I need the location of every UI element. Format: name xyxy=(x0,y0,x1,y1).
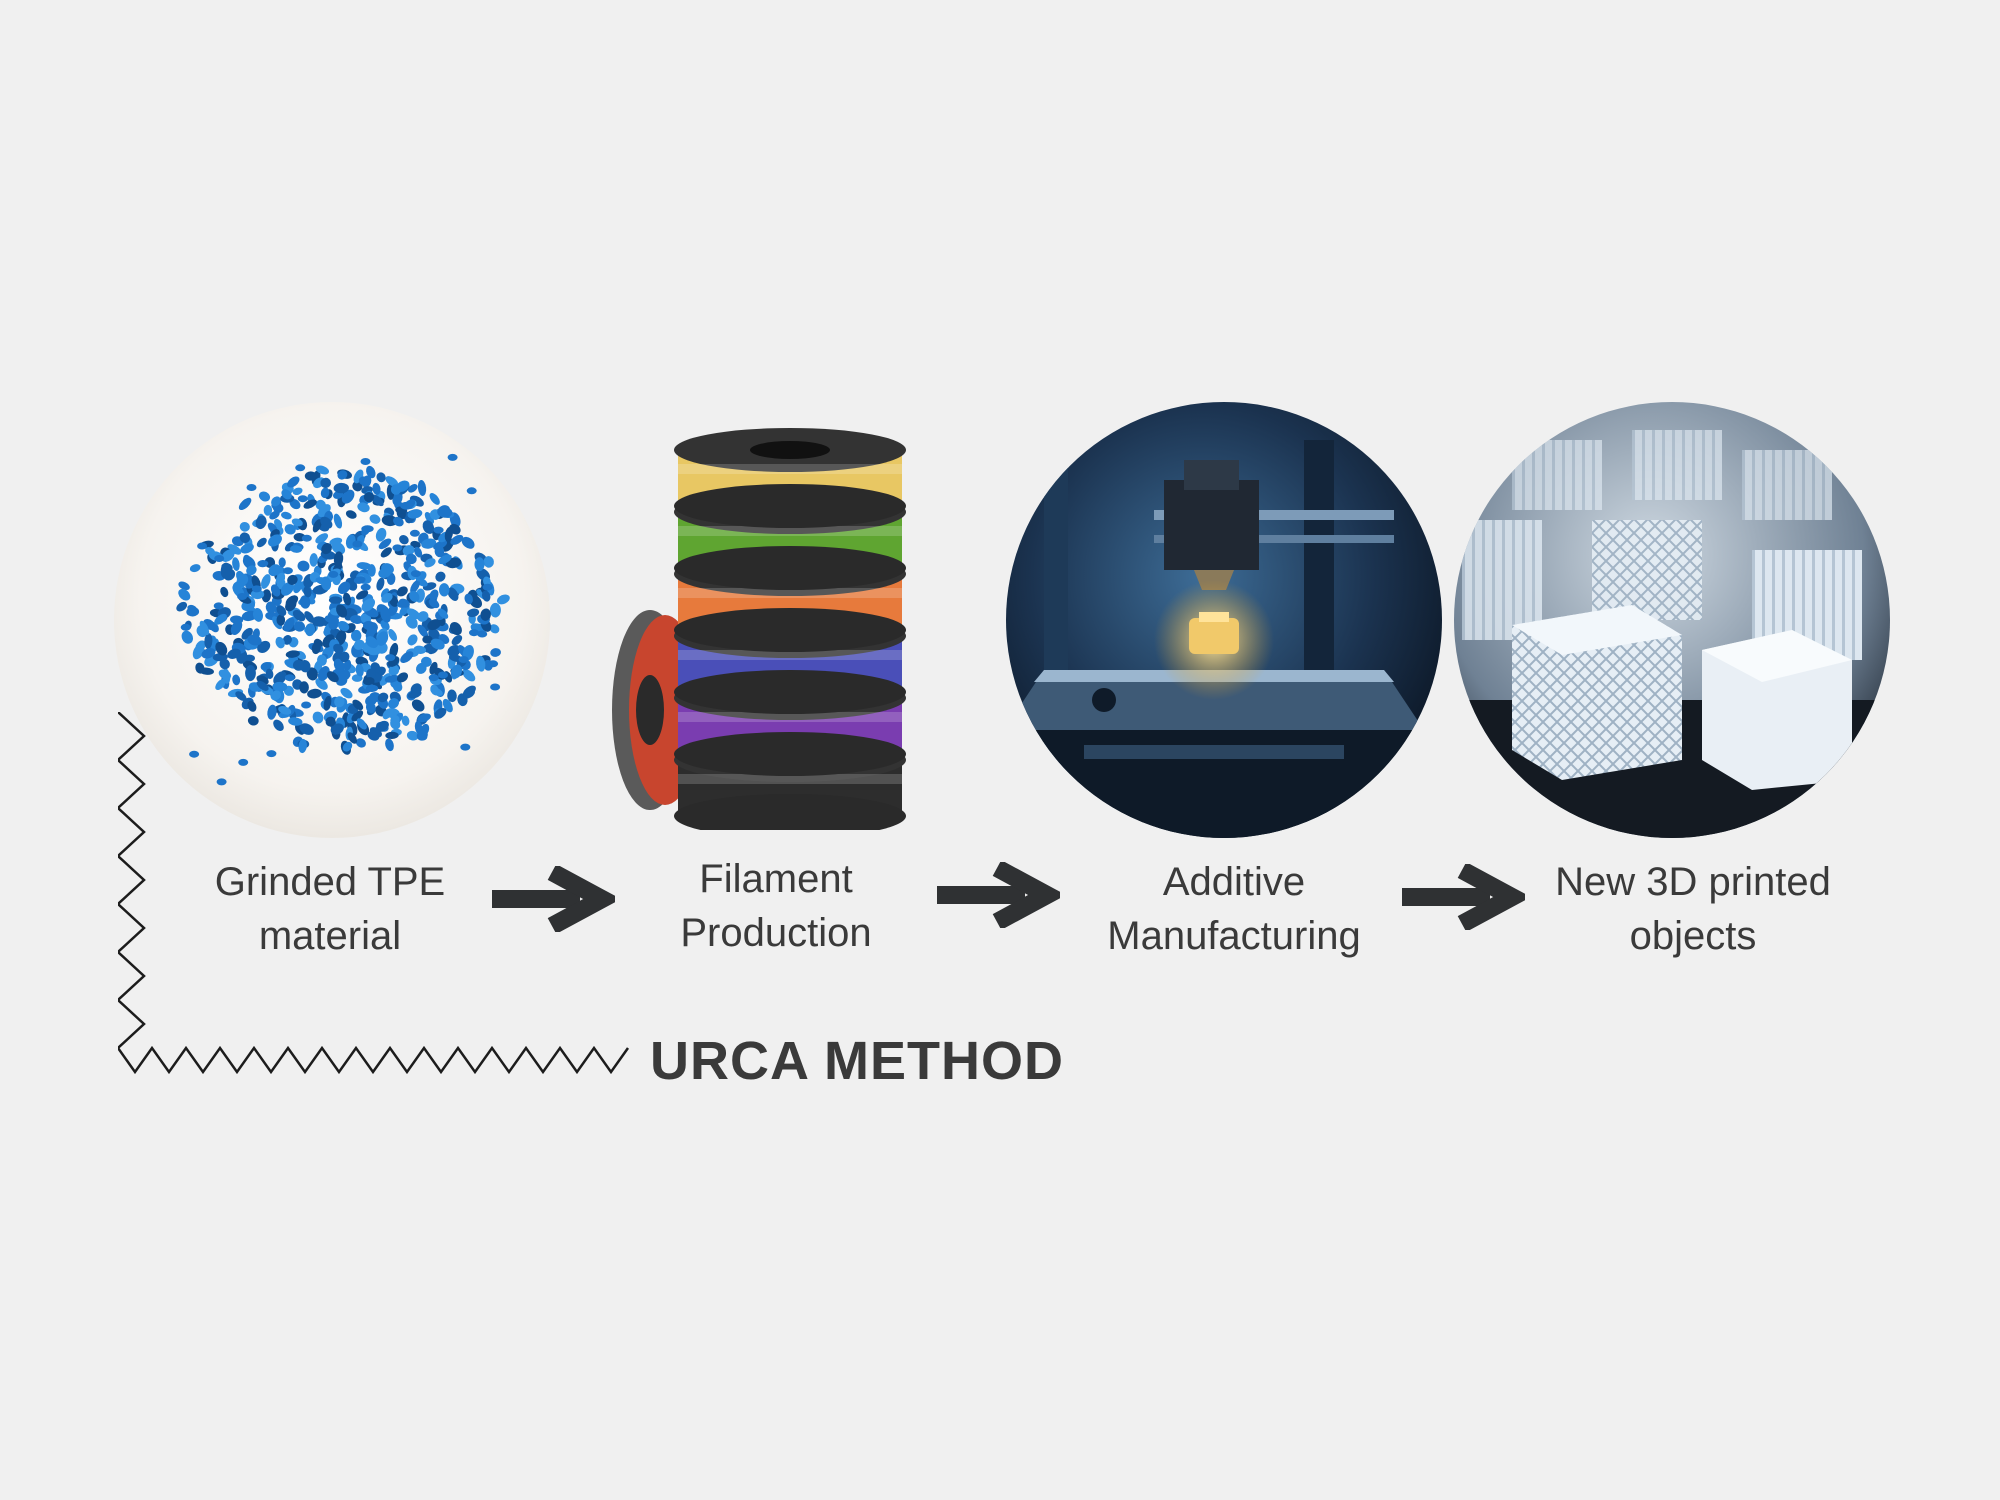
stage-label-filament: Filament Production xyxy=(680,857,872,955)
blue-pellets-image xyxy=(114,402,550,838)
stage-label-grinded: Grinded TPE material xyxy=(214,860,446,958)
stage-label-objects: New 3D printed objects xyxy=(1555,860,1831,958)
arrow-right-icon xyxy=(1402,864,1525,930)
method-title: URCA METHOD xyxy=(650,1031,1064,1091)
stage-label-additive: Additive Manufacturing xyxy=(1107,860,1361,958)
filament-spools-image xyxy=(612,428,906,830)
arrow-right-icon xyxy=(937,862,1060,928)
arrow-right-icon xyxy=(492,866,615,932)
3d-printer-image xyxy=(1006,402,1442,838)
zigzag-bracket xyxy=(118,712,630,1075)
printed-lattice-cubes-image xyxy=(1454,402,1890,838)
